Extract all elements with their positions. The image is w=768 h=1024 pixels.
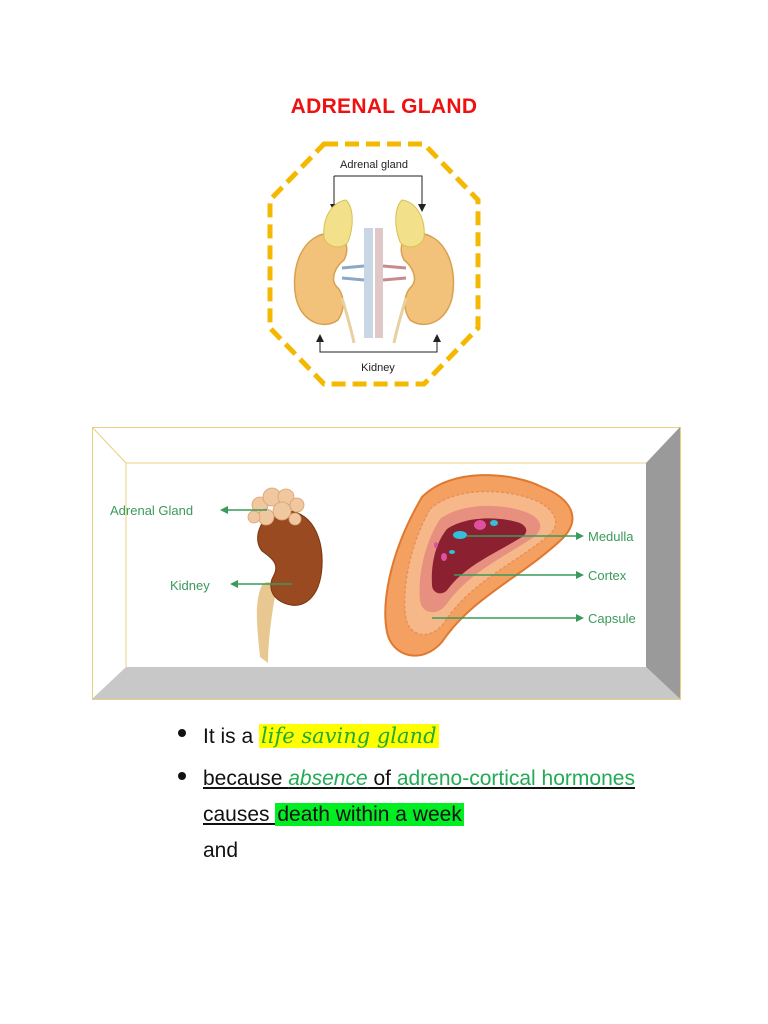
bullet-list: It is a life saving gland because absenc… (178, 718, 738, 875)
adrenal-kidney-figure: Adrenal gland Kidney (267, 141, 481, 387)
word-of: of (367, 767, 397, 790)
word-because: because (203, 767, 289, 790)
life-saving-highlight: life saving gland (259, 724, 439, 748)
word-hormones: adreno-cortical hormones (396, 767, 635, 790)
label-kidney: Kidney (170, 578, 210, 593)
death-highlight: death within a week (275, 803, 464, 826)
fig1-bottom-label: Kidney (361, 362, 395, 374)
bullet-item: It is a life saving gland (178, 718, 738, 755)
label-capsule: Capsule (588, 611, 636, 626)
bullet-marker (178, 729, 186, 737)
fig1-top-label: Adrenal gland (340, 159, 408, 171)
bullet-item: because absence of adreno-cortical hormo… (178, 761, 738, 869)
word-and: and (203, 839, 239, 862)
label-medulla: Medulla (588, 529, 634, 544)
bullet1-prefix: It is a (203, 725, 260, 748)
label-cortex: Cortex (588, 568, 627, 583)
adrenal-structure-figure: Adrenal Gland Kidney Medulla Cortex Caps… (92, 427, 681, 700)
word-absence: absence (288, 767, 368, 790)
label-adrenal-gland: Adrenal Gland (110, 503, 193, 518)
word-causes: causes (203, 803, 276, 826)
bullet-marker (178, 772, 186, 780)
page-title: ADRENAL GLAND (290, 95, 478, 118)
